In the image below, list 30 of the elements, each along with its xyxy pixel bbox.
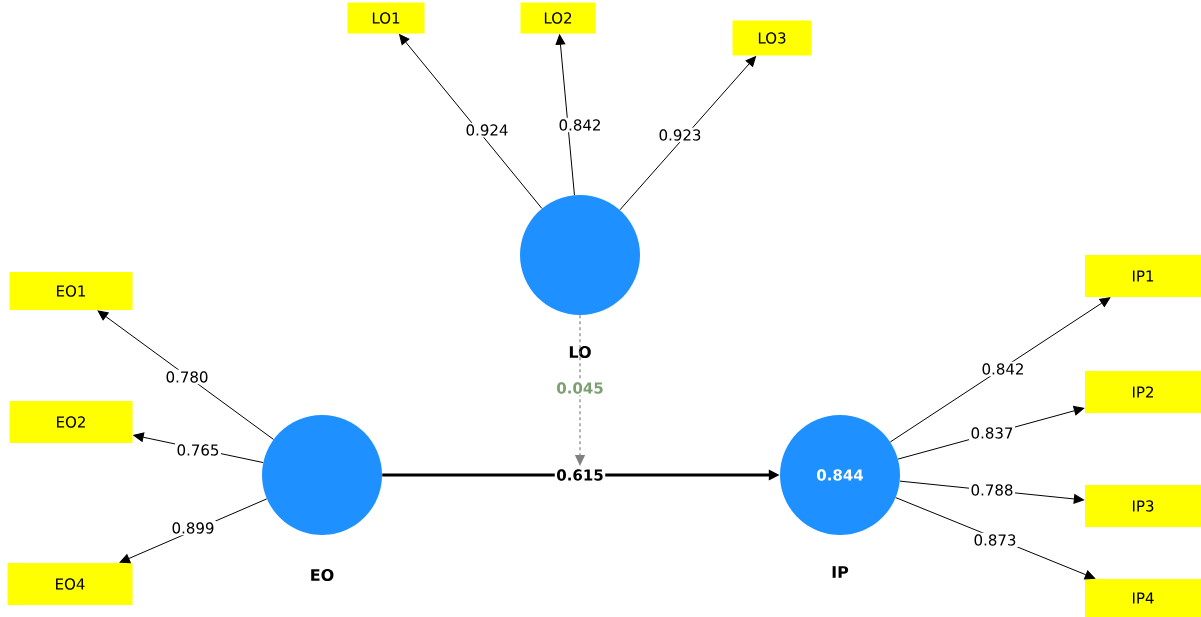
edge-label: 0.837 — [969, 425, 1015, 441]
indicator-box: IP3 — [1085, 485, 1201, 527]
indicator-box: IP1 — [1085, 255, 1201, 297]
edge-label: 0.923 — [657, 127, 703, 143]
indicator-box: IP2 — [1085, 371, 1201, 413]
indicator-box: EO2 — [9, 401, 133, 443]
edge-label: 0.899 — [170, 520, 216, 536]
edge-label: 0.615 — [554, 467, 606, 483]
edge-label: 0.842 — [980, 361, 1026, 377]
indicator-box: LO3 — [732, 20, 812, 56]
edge-label: 0.765 — [175, 442, 221, 458]
arrow — [555, 34, 575, 196]
arrow — [97, 310, 274, 440]
construct-label: LO — [566, 343, 594, 361]
arrow — [399, 34, 543, 209]
edge-label: 0.045 — [554, 380, 606, 396]
arrow — [889, 297, 1111, 443]
indicator-box: EO1 — [9, 272, 133, 310]
indicator-box: LO2 — [520, 2, 596, 34]
construct-label: EO — [307, 566, 337, 584]
edge-label: 0.788 — [969, 482, 1015, 498]
edge-label: 0.780 — [164, 369, 210, 385]
indicator-box: IP4 — [1085, 579, 1201, 617]
construct-label: IP — [829, 564, 851, 580]
edge-label: 0.924 — [464, 122, 510, 138]
indicator-box: EO4 — [7, 563, 133, 605]
edge-label: 0.842 — [557, 117, 603, 133]
indicator-box: LO1 — [347, 2, 425, 34]
edge-label: 0.873 — [972, 532, 1018, 548]
arrow — [619, 56, 757, 211]
